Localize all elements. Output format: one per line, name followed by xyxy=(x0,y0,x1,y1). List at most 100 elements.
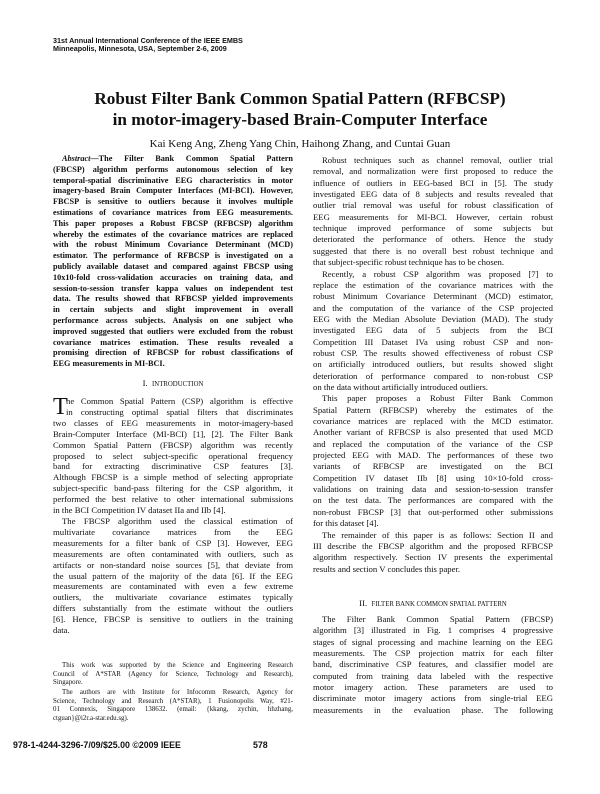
abstract-line: promising direction of RFBCSP for robust… xyxy=(53,348,293,358)
section-number: I. xyxy=(142,378,148,388)
intro-paragraph-1: he Common Spatial Pattern (CSP) algorith… xyxy=(53,396,293,516)
intro-paragraph-5: This paper proposes a Robust Filter Bank… xyxy=(313,393,553,529)
conference-name: 31st Annual International Conference of … xyxy=(53,36,243,45)
text-line: deterioration of performance compared to… xyxy=(313,370,553,381)
text-line: The FBCSP algorithm used the classical e… xyxy=(62,516,293,526)
text-line: The remainder of this paper is as follow… xyxy=(322,529,553,540)
text-line: the usual pattern of the majority of the… xyxy=(53,570,293,581)
text-line: measurements. The CSP projection matrix … xyxy=(313,648,553,659)
text-line: influence of outliers in EEG-based BCI i… xyxy=(313,177,553,188)
text-line: band, discriminative CSP features, and c… xyxy=(313,659,553,670)
abstract-line: whereby the estimates of the covariance … xyxy=(53,229,293,239)
section-title: FILTER BANK COMMON SPATIAL PATTERN xyxy=(371,601,507,608)
abstract-text: —The Filter Bank Common Spatial Pattern xyxy=(90,154,293,163)
text-line: that subject-specific robust technique h… xyxy=(313,257,505,268)
conference-header: 31st Annual International Conference of … xyxy=(53,36,243,54)
text-line: Common Spatial Pattern (FBCSP) algorithm… xyxy=(53,439,293,450)
abstract-line: 10x10-fold cross-validation accuracies o… xyxy=(53,272,293,282)
text-line: on artificially introduced outliers, but… xyxy=(313,359,553,370)
text-line: subject-specific band-pass filtering for… xyxy=(53,483,293,494)
text-line: measurements are often contaminated with… xyxy=(53,548,293,559)
abstract-line: estimator. The performance of RFBCSP is … xyxy=(53,251,293,261)
text-line: and the computation of the variance of t… xyxy=(313,302,553,313)
text-line: Competition IV dataset IIb [8] using 10×… xyxy=(313,472,553,483)
text-line: 01 Connexis, Singapore 138632. (email: {… xyxy=(53,706,293,714)
abstract-label: Abstract xyxy=(62,154,91,163)
text-line: ctguan}@i2r.a-star.edu.sg). xyxy=(53,714,129,722)
text-line: algorithm respectively. Section IV prese… xyxy=(313,552,553,563)
abstract-line: session-to-session transfer kappa values… xyxy=(53,283,293,293)
text-line: Singapore. xyxy=(53,679,83,687)
abstract-line: This paper proposes a Robust FBCSP (RFBC… xyxy=(53,218,293,228)
text-line: covariance matrices are replaced with th… xyxy=(313,415,553,426)
section-heading-filter-bank: II. FILTER BANK COMMON SPATIAL PATTERN xyxy=(313,598,553,608)
section-title: INTRODUCTION xyxy=(152,381,204,388)
text-line: Science, Technology and Research (A*STAR… xyxy=(53,697,293,705)
section-heading-introduction: I. INTRODUCTION xyxy=(53,378,293,388)
text-line: stages of signal processing and machine … xyxy=(313,636,553,647)
abstract-line: improved suggested that outliers were ex… xyxy=(53,326,293,336)
abstract-line: with the robust Minimum Covariance Deter… xyxy=(53,240,293,250)
abstract-line: in certain subjects and slight improveme… xyxy=(53,305,293,315)
text-line: Another variant of RFBCSP is also presen… xyxy=(313,427,553,438)
text-line: This work was supported by the Science a… xyxy=(62,662,293,669)
text-line: EEG with the Median Absolute Deviation (… xyxy=(313,313,553,324)
text-line: technique improved performance of some s… xyxy=(313,223,553,234)
abstract-line: covariance matrices estimation. These re… xyxy=(53,337,293,347)
text-line: The Filter Bank Common Spatial Pattern (… xyxy=(322,614,553,624)
text-line: for this dataset [4]. xyxy=(313,518,379,529)
text-line: and replaced the computation of the vari… xyxy=(313,438,553,449)
text-line: removal, and normalization were first pr… xyxy=(313,166,553,177)
drop-cap: T xyxy=(53,394,68,420)
text-line: measurements in the evaluation phase. Th… xyxy=(313,704,553,715)
footnote-affiliation: The authors are with Institute for Infoc… xyxy=(53,689,293,723)
text-line: [6]. Hence, FBCSP is sensitive to outlie… xyxy=(53,614,293,625)
text-line: outlier trial removal was useful for rob… xyxy=(313,200,553,211)
text-line: The authors are with Institute for Infoc… xyxy=(62,689,293,696)
text-line: computed from training data labeled with… xyxy=(313,670,553,681)
abstract-line: (FBCSP) algorithm performs autonomous se… xyxy=(53,164,293,174)
intro-paragraph-2: The FBCSP algorithm used the classical e… xyxy=(53,516,293,636)
abstract-line: publicly available dataset and compared … xyxy=(53,261,293,271)
text-line: measurements for a filter bank of CSP [3… xyxy=(53,537,293,548)
text-line: in the BCI Competition IV dataset IIa an… xyxy=(53,505,226,516)
title-line-1: Robust Filter Bank Common Spatial Patter… xyxy=(94,89,506,108)
page-number: 578 xyxy=(253,740,268,750)
text-line: data. xyxy=(53,625,70,636)
text-line: Robust techniques such as channel remova… xyxy=(322,155,553,165)
text-line: algorithm [3] illustrated in Fig. 1 comp… xyxy=(313,625,553,636)
text-line: non-robust FBCSP [3] that out-performed … xyxy=(313,506,553,517)
title-line-2: in motor-imagery-based Brain-Computer In… xyxy=(112,110,488,129)
abstract-line: data. The results showed that RFBCSP yie… xyxy=(53,294,293,304)
text-line: measurements are contaminated with even … xyxy=(53,581,293,592)
text-line: investigated EEG data of 5 subjects from… xyxy=(313,325,553,336)
abstract-line: estimations of covariance matrices from … xyxy=(53,207,293,217)
text-line: multivariate covariance matrices from th… xyxy=(53,526,293,537)
authors: Kai Keng Ang, Zheng Yang Chin, Haihong Z… xyxy=(149,138,451,150)
text-line: variants of RFBCSP are investigated on t… xyxy=(313,461,553,472)
text-line: Although FBCSP is a simple method of sel… xyxy=(53,472,293,483)
text-line: in constructing optimal spatial filters … xyxy=(66,406,293,417)
text-line: EEG measurements for MI-BCI. However, ce… xyxy=(313,211,553,222)
abstract-line: FBCSP is sensitive to outliers because i… xyxy=(53,197,293,207)
text-line: differs substantially from the estimate … xyxy=(53,603,293,614)
text-line: Recently, a robust CSP algorithm was pro… xyxy=(322,268,553,279)
abstract-line: EEG measurements in MI-BCI. xyxy=(53,359,165,369)
text-line: he Common Spatial Pattern (CSP) algorith… xyxy=(66,396,293,406)
abstract-line: temporal-spatial discriminative EEG char… xyxy=(53,175,293,185)
abstract: Abstract—The Filter Bank Common Spatial … xyxy=(53,154,293,370)
text-line: robust Minimum Covariance Determinant (M… xyxy=(313,291,553,302)
text-line: on the test data. The performances are c… xyxy=(313,495,553,506)
text-line: suggested that there is no overall best … xyxy=(313,245,553,256)
text-line: on the data without artificially introdu… xyxy=(313,381,488,392)
abstract-line: imagery-based Brain Computer Interfaces … xyxy=(53,186,293,196)
text-line: deteriorated the performance of others. … xyxy=(313,234,553,245)
text-line: This paper proposes a Robust Filter Bank… xyxy=(322,393,553,404)
abstract-line: performance across subjects. Analysis on… xyxy=(53,315,293,325)
text-line: artifacts or non-standard noise sources … xyxy=(53,559,293,570)
intro-paragraph-4: Recently, a robust CSP algorithm was pro… xyxy=(313,269,553,394)
text-line: proposed to select subject-specific oper… xyxy=(53,450,293,461)
text-line: investigated EEG data of 8 subjects and … xyxy=(313,189,553,200)
text-line: Council of A*STAR (Agency for Science, T… xyxy=(53,670,293,678)
text-line: robust CSP. The results showed effective… xyxy=(313,347,553,358)
